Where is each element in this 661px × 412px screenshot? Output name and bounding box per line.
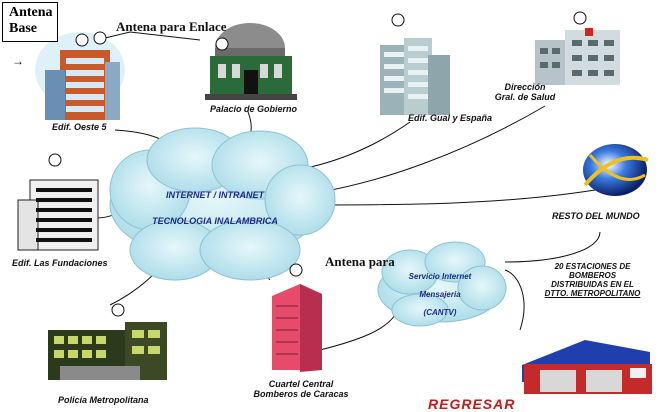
arrow-icon: → [12,54,24,68]
cloud-cantv [377,241,507,327]
label-policia: Policía Metropolitana [58,395,149,405]
label-cuartel: Cuartel Central Bomberos de Caracas [246,379,356,399]
link-mundo-estaciones [504,231,601,263]
link-mundo-cloud [309,189,596,206]
label-estaciones-line1: 20 ESTACIONES DE [554,262,631,271]
antena-base-line2: Base [9,21,37,36]
cloud-cantv-line2: Mensajeria [419,290,461,299]
antena-para-label: Antena para [325,254,395,269]
building-gual-icon [380,13,450,115]
label-estaciones-line4: DTTO. METROPOLITANO [544,289,641,298]
label-cuartel-line1: Cuartel Central [268,379,334,389]
cloud-main-text: INTERNET / INTRANET TECNOLOGIA INALAMBRI… [130,182,300,234]
palacio-gobierno-icon [205,23,297,100]
building-salud-icon [535,11,620,85]
label-gual: Edif. Gual y España [408,113,493,123]
antena-base-box: Antena Base [2,2,58,42]
building-fundaciones-icon [17,153,99,251]
building-oeste-icon [35,31,125,120]
link-cantv-estaciones [504,269,525,331]
label-estaciones: 20 ESTACIONES DE BOMBEROS DISTRIBUIDAS E… [530,262,655,298]
label-oeste: Edif. Oeste 5 [52,122,107,132]
globe-icon [583,144,649,196]
antena-base-line1: Antena [9,5,53,20]
regresar-link[interactable]: REGRESAR [428,396,516,412]
label-salud: Dirección Gral. de Salud [480,82,570,102]
link-oeste-palacio [104,31,201,41]
building-policia-icon [48,303,167,380]
cloud-cantv-line1: Servicio Internet [408,272,472,281]
label-mundo: RESTO DEL MUNDO [552,211,640,221]
building-cuartel-icon [272,263,322,372]
label-salud-line2: Gral. de Salud [494,92,556,102]
fire-station-icon [522,340,652,394]
link-cuartel-cantv [319,314,396,351]
cloud-cantv-line3: (CANTV) [423,308,457,317]
label-cuartel-line2: Bomberos de Caracas [253,389,349,399]
label-fundaciones: Edif. Las Fundaciones [12,258,108,268]
cloud-internet-intranet [109,127,336,281]
label-estaciones-line2: BOMBEROS [568,271,617,280]
cloud-main-line1: INTERNET / INTRANET [166,190,264,200]
label-estaciones-line3: DISTRIBUIDAS EN EL [551,280,634,289]
label-salud-line1: Dirección [504,82,546,92]
antena-enlace-label: Antena para Enlace [116,19,227,34]
label-palacio: Palacio de Gobierno [210,104,298,114]
cloud-main-line2: TECNOLOGIA INALAMBRICA [152,216,278,226]
cloud-cantv-text: Servicio Internet Mensajeria (CANTV) [385,268,495,322]
